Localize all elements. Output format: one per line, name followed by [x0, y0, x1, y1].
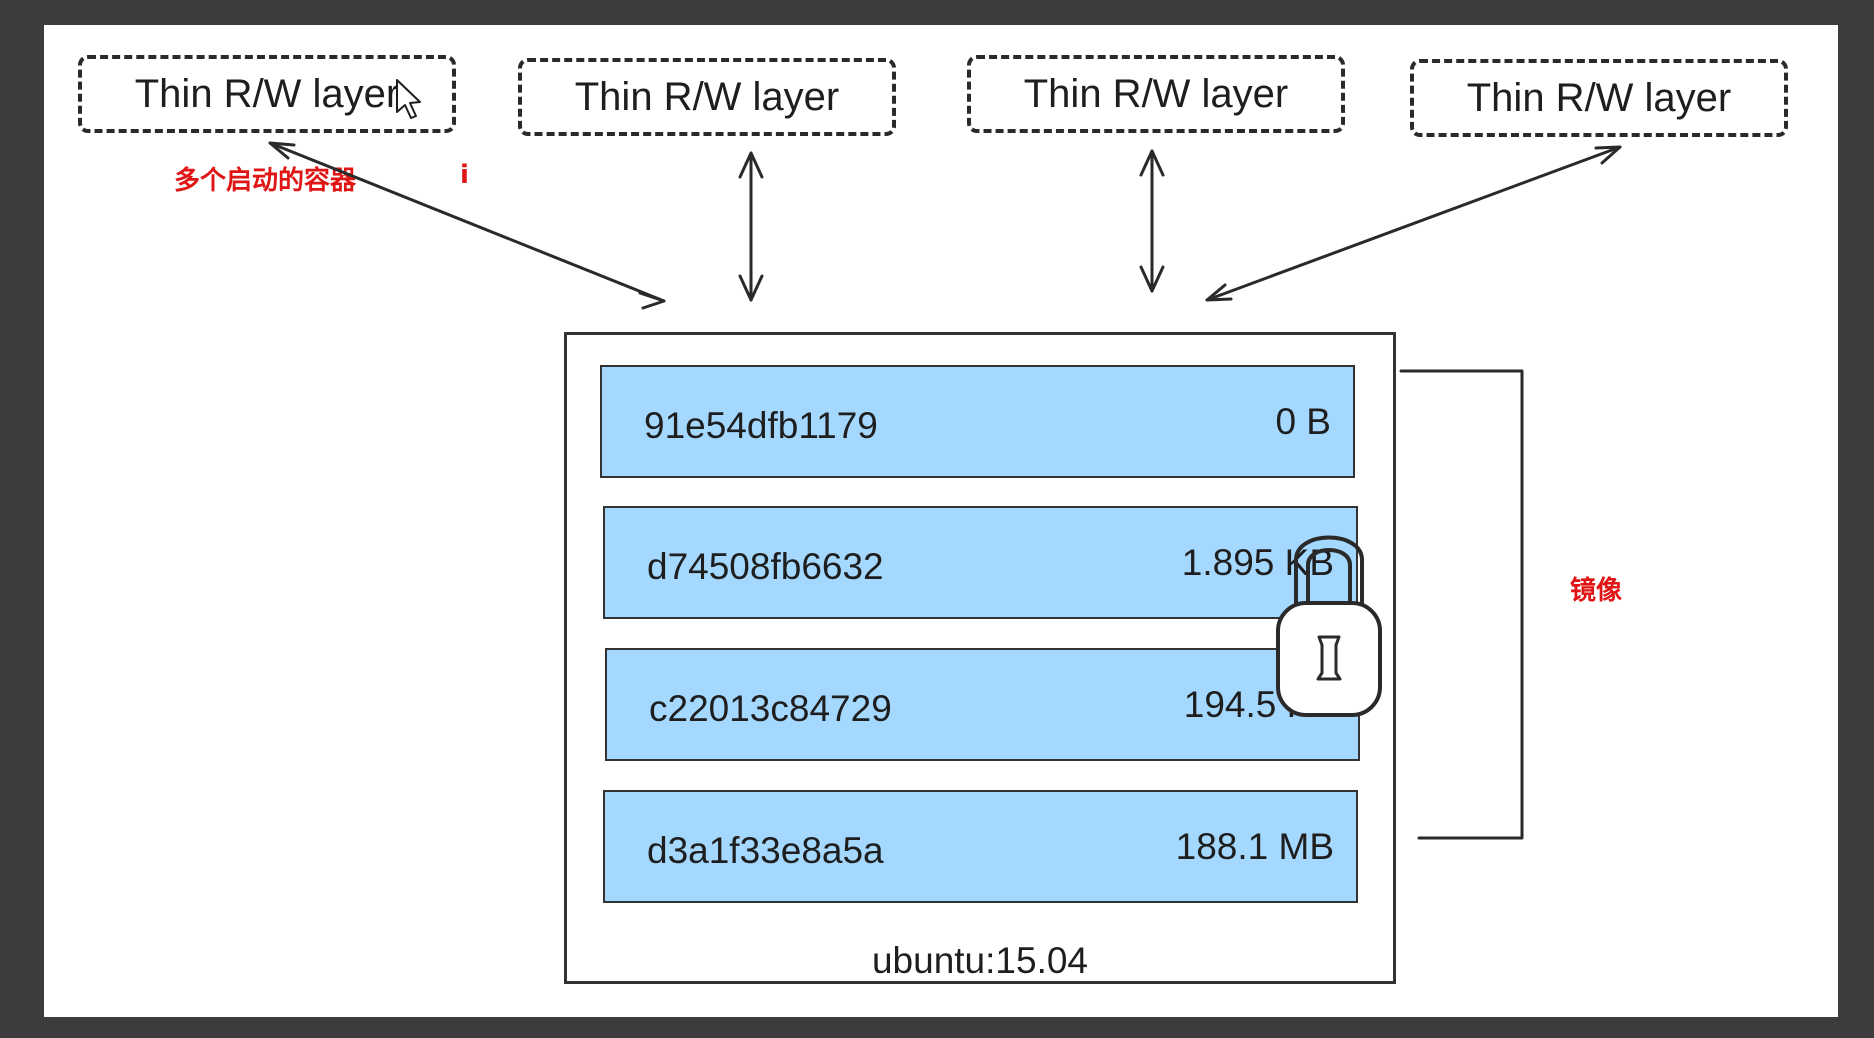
image-annotation: 镜像 [1570, 576, 1623, 606]
layer-size: 188.1 MB [1175, 826, 1334, 867]
double-arrow-1 [268, 141, 666, 310]
double-arrow-2 [738, 151, 764, 302]
container-label: Thin R/W layer [1466, 75, 1732, 120]
image-name: ubuntu:15.04 [871, 940, 1089, 981]
double-arrow-4 [1205, 145, 1622, 302]
container-label: Thin R/W layer [134, 71, 400, 116]
mouse-cursor-icon [396, 79, 421, 119]
text-cursor-char: i [460, 160, 469, 190]
image-bracket [1399, 369, 1524, 840]
container-label: Thin R/W layer [1023, 71, 1289, 116]
image-layer-4: d3a1f33e8a5a 188.1 MB [603, 790, 1358, 903]
container-rw-layer-1: Thin R/W layer [78, 55, 456, 133]
lock-icon [1276, 535, 1382, 717]
container-rw-layer-4: Thin R/W layer [1410, 59, 1788, 137]
layer-id: c22013c84729 [649, 688, 892, 729]
image-box: 91e54dfb1179 0 B d74508fb6632 1.895 KB c… [564, 332, 1396, 984]
double-arrow-3 [1139, 149, 1165, 293]
image-layer-2: d74508fb6632 1.895 KB [603, 506, 1358, 619]
layer-id: d74508fb6632 [647, 546, 884, 587]
layer-size: 0 B [1275, 401, 1331, 442]
connectors-overlay [268, 79, 1622, 840]
image-layer-1: 91e54dfb1179 0 B [600, 365, 1355, 478]
containers-annotation: 多个启动的容器 [174, 166, 357, 196]
container-rw-layer-2: Thin R/W layer [518, 58, 896, 136]
image-layer-3: c22013c84729 194.5 KB [605, 648, 1360, 761]
layer-id: 91e54dfb1179 [644, 405, 878, 446]
layer-id: d3a1f33e8a5a [647, 830, 884, 871]
container-label: Thin R/W layer [574, 74, 840, 119]
container-rw-layer-3: Thin R/W layer [967, 55, 1345, 133]
diagram-canvas: Thin R/W layer Thin R/W layer Thin R/W l… [44, 25, 1838, 1017]
